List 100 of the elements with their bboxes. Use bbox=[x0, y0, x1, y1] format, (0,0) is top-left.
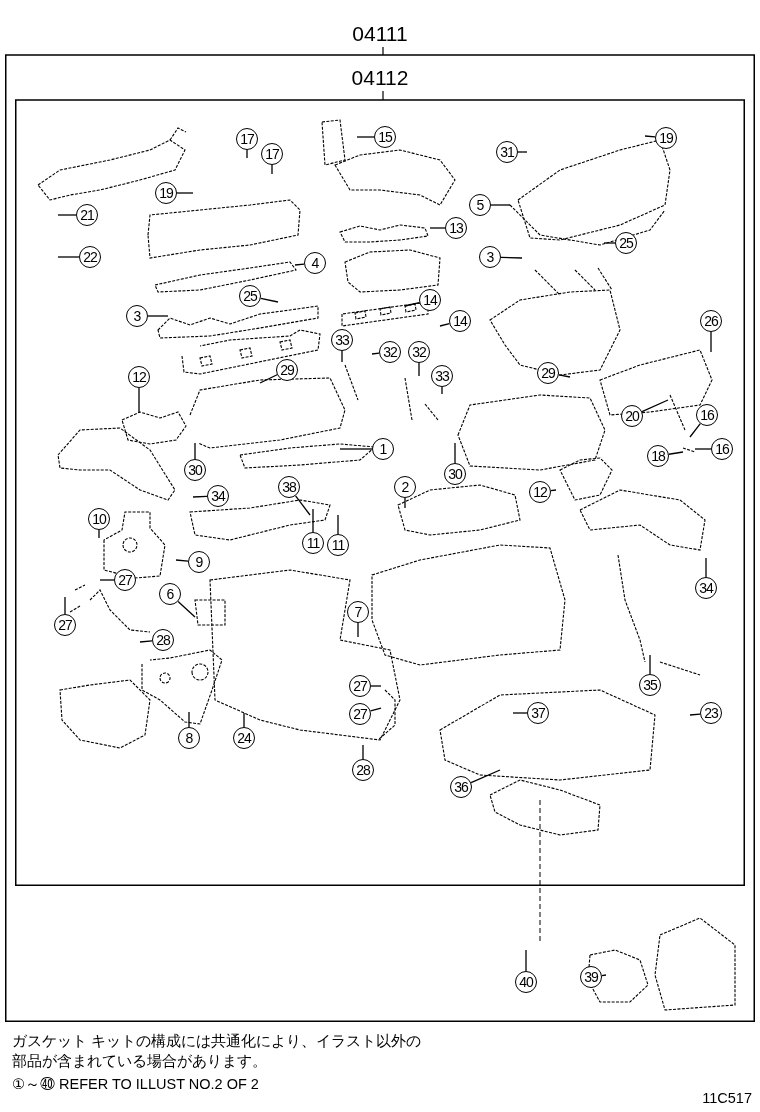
callout-number: 37 bbox=[527, 702, 549, 724]
callout-number: 18 bbox=[647, 445, 669, 467]
callout-number: 40 bbox=[515, 971, 537, 993]
leader-line bbox=[271, 164, 273, 175]
leader-line bbox=[139, 640, 153, 643]
leader-line bbox=[369, 707, 382, 712]
callout-number: 3 bbox=[479, 246, 501, 268]
leader-line bbox=[490, 204, 511, 206]
leader-line bbox=[550, 489, 557, 492]
leader-line bbox=[138, 387, 140, 414]
leader-line bbox=[525, 949, 527, 972]
callout-number: 24 bbox=[233, 727, 255, 749]
leader-line bbox=[243, 712, 245, 728]
leader-line bbox=[500, 256, 523, 259]
callout-number: 25 bbox=[239, 285, 261, 307]
leader-line bbox=[99, 579, 115, 581]
leader-line bbox=[176, 192, 194, 194]
callout-number: 19 bbox=[155, 182, 177, 204]
callout-number: 29 bbox=[537, 362, 559, 384]
leader-line bbox=[341, 350, 343, 363]
leader-line bbox=[418, 362, 420, 377]
leader-line bbox=[689, 713, 701, 716]
leader-line bbox=[294, 263, 305, 266]
callout-number: 22 bbox=[79, 246, 101, 268]
leader-line bbox=[98, 529, 100, 539]
drawing-number: 11C517 bbox=[701, 1089, 752, 1108]
leader-line bbox=[356, 136, 375, 138]
leader-line bbox=[312, 508, 314, 533]
callout-number: 33 bbox=[331, 329, 353, 351]
leader-line bbox=[294, 495, 311, 516]
leader-line bbox=[705, 557, 707, 578]
leader-line bbox=[57, 214, 77, 216]
leader-line bbox=[259, 374, 278, 384]
callout-number: 27 bbox=[54, 614, 76, 636]
callout-number: 26 bbox=[700, 310, 722, 332]
leader-line bbox=[188, 711, 190, 728]
callout-number: 36 bbox=[450, 776, 472, 798]
callout-number: 32 bbox=[408, 341, 430, 363]
callout-number: 28 bbox=[352, 759, 374, 781]
leader-line bbox=[441, 386, 443, 395]
callout-number: 2 bbox=[394, 476, 416, 498]
callout-number: 12 bbox=[128, 366, 150, 388]
leader-line bbox=[337, 514, 339, 535]
callout-number: 5 bbox=[469, 194, 491, 216]
callout-number: 30 bbox=[184, 459, 206, 481]
callout-number: 27 bbox=[349, 703, 371, 725]
callout-number: 11 bbox=[327, 534, 349, 556]
leader-line bbox=[246, 149, 248, 159]
callout-number: 20 bbox=[621, 405, 643, 427]
leader-line bbox=[371, 352, 380, 355]
note-text: ①～㊵ REFER TO ILLUST NO.2 OF 2 bbox=[12, 1075, 260, 1094]
callout-number: 4 bbox=[304, 252, 326, 274]
callout-number: 23 bbox=[700, 702, 722, 724]
callout-number: 11 bbox=[302, 532, 324, 554]
leader-line bbox=[710, 331, 712, 353]
leader-line bbox=[512, 712, 528, 714]
callout-number: 25 bbox=[615, 232, 637, 254]
leader-line bbox=[192, 495, 208, 498]
callout-number: 7 bbox=[347, 601, 369, 623]
callout-number: 13 bbox=[445, 217, 467, 239]
callout-number: 35 bbox=[639, 674, 661, 696]
callout-number: 9 bbox=[188, 551, 210, 573]
leader-line bbox=[601, 974, 607, 977]
callout-number: 10 bbox=[88, 508, 110, 530]
leader-line bbox=[260, 297, 279, 303]
leader-line bbox=[454, 442, 456, 464]
leader-line bbox=[558, 374, 571, 378]
callout-number: 31 bbox=[496, 141, 518, 163]
callout-number: 34 bbox=[207, 485, 229, 507]
leader-line bbox=[668, 451, 684, 455]
callout-number: 39 bbox=[580, 966, 602, 988]
part-number: 04112 bbox=[351, 66, 409, 90]
leader-line bbox=[641, 399, 669, 413]
leader-line bbox=[689, 423, 701, 438]
leader-line bbox=[470, 769, 501, 784]
leader-line bbox=[57, 256, 80, 258]
leader-line bbox=[517, 151, 528, 153]
leader-line bbox=[404, 301, 420, 307]
leader-line bbox=[194, 442, 196, 460]
callout-number: 17 bbox=[236, 128, 258, 150]
leader-line bbox=[147, 315, 169, 317]
callout-number: 38 bbox=[278, 476, 300, 498]
callout-number: 28 bbox=[152, 629, 174, 651]
callout-number: 33 bbox=[431, 365, 453, 387]
part-number: 04111 bbox=[352, 22, 408, 46]
callout-number: 14 bbox=[419, 289, 441, 311]
leader-line bbox=[603, 242, 616, 244]
callout-number: 27 bbox=[114, 569, 136, 591]
callout-number: 32 bbox=[379, 341, 401, 363]
callout-number: 21 bbox=[76, 204, 98, 226]
callout-number: 12 bbox=[529, 481, 551, 503]
note-text: ガスケット キットの構成には共通化により、イラスト以外の部品が含まれている場合があります。 bbox=[12, 1032, 422, 1071]
leader-line bbox=[362, 744, 364, 760]
leader-line bbox=[694, 448, 712, 450]
callout-number: 14 bbox=[449, 310, 471, 332]
leader-line bbox=[404, 497, 406, 509]
callout-number: 8 bbox=[178, 727, 200, 749]
leader-line bbox=[370, 685, 382, 687]
callout-number: 15 bbox=[374, 126, 396, 148]
leader-line bbox=[644, 135, 656, 138]
